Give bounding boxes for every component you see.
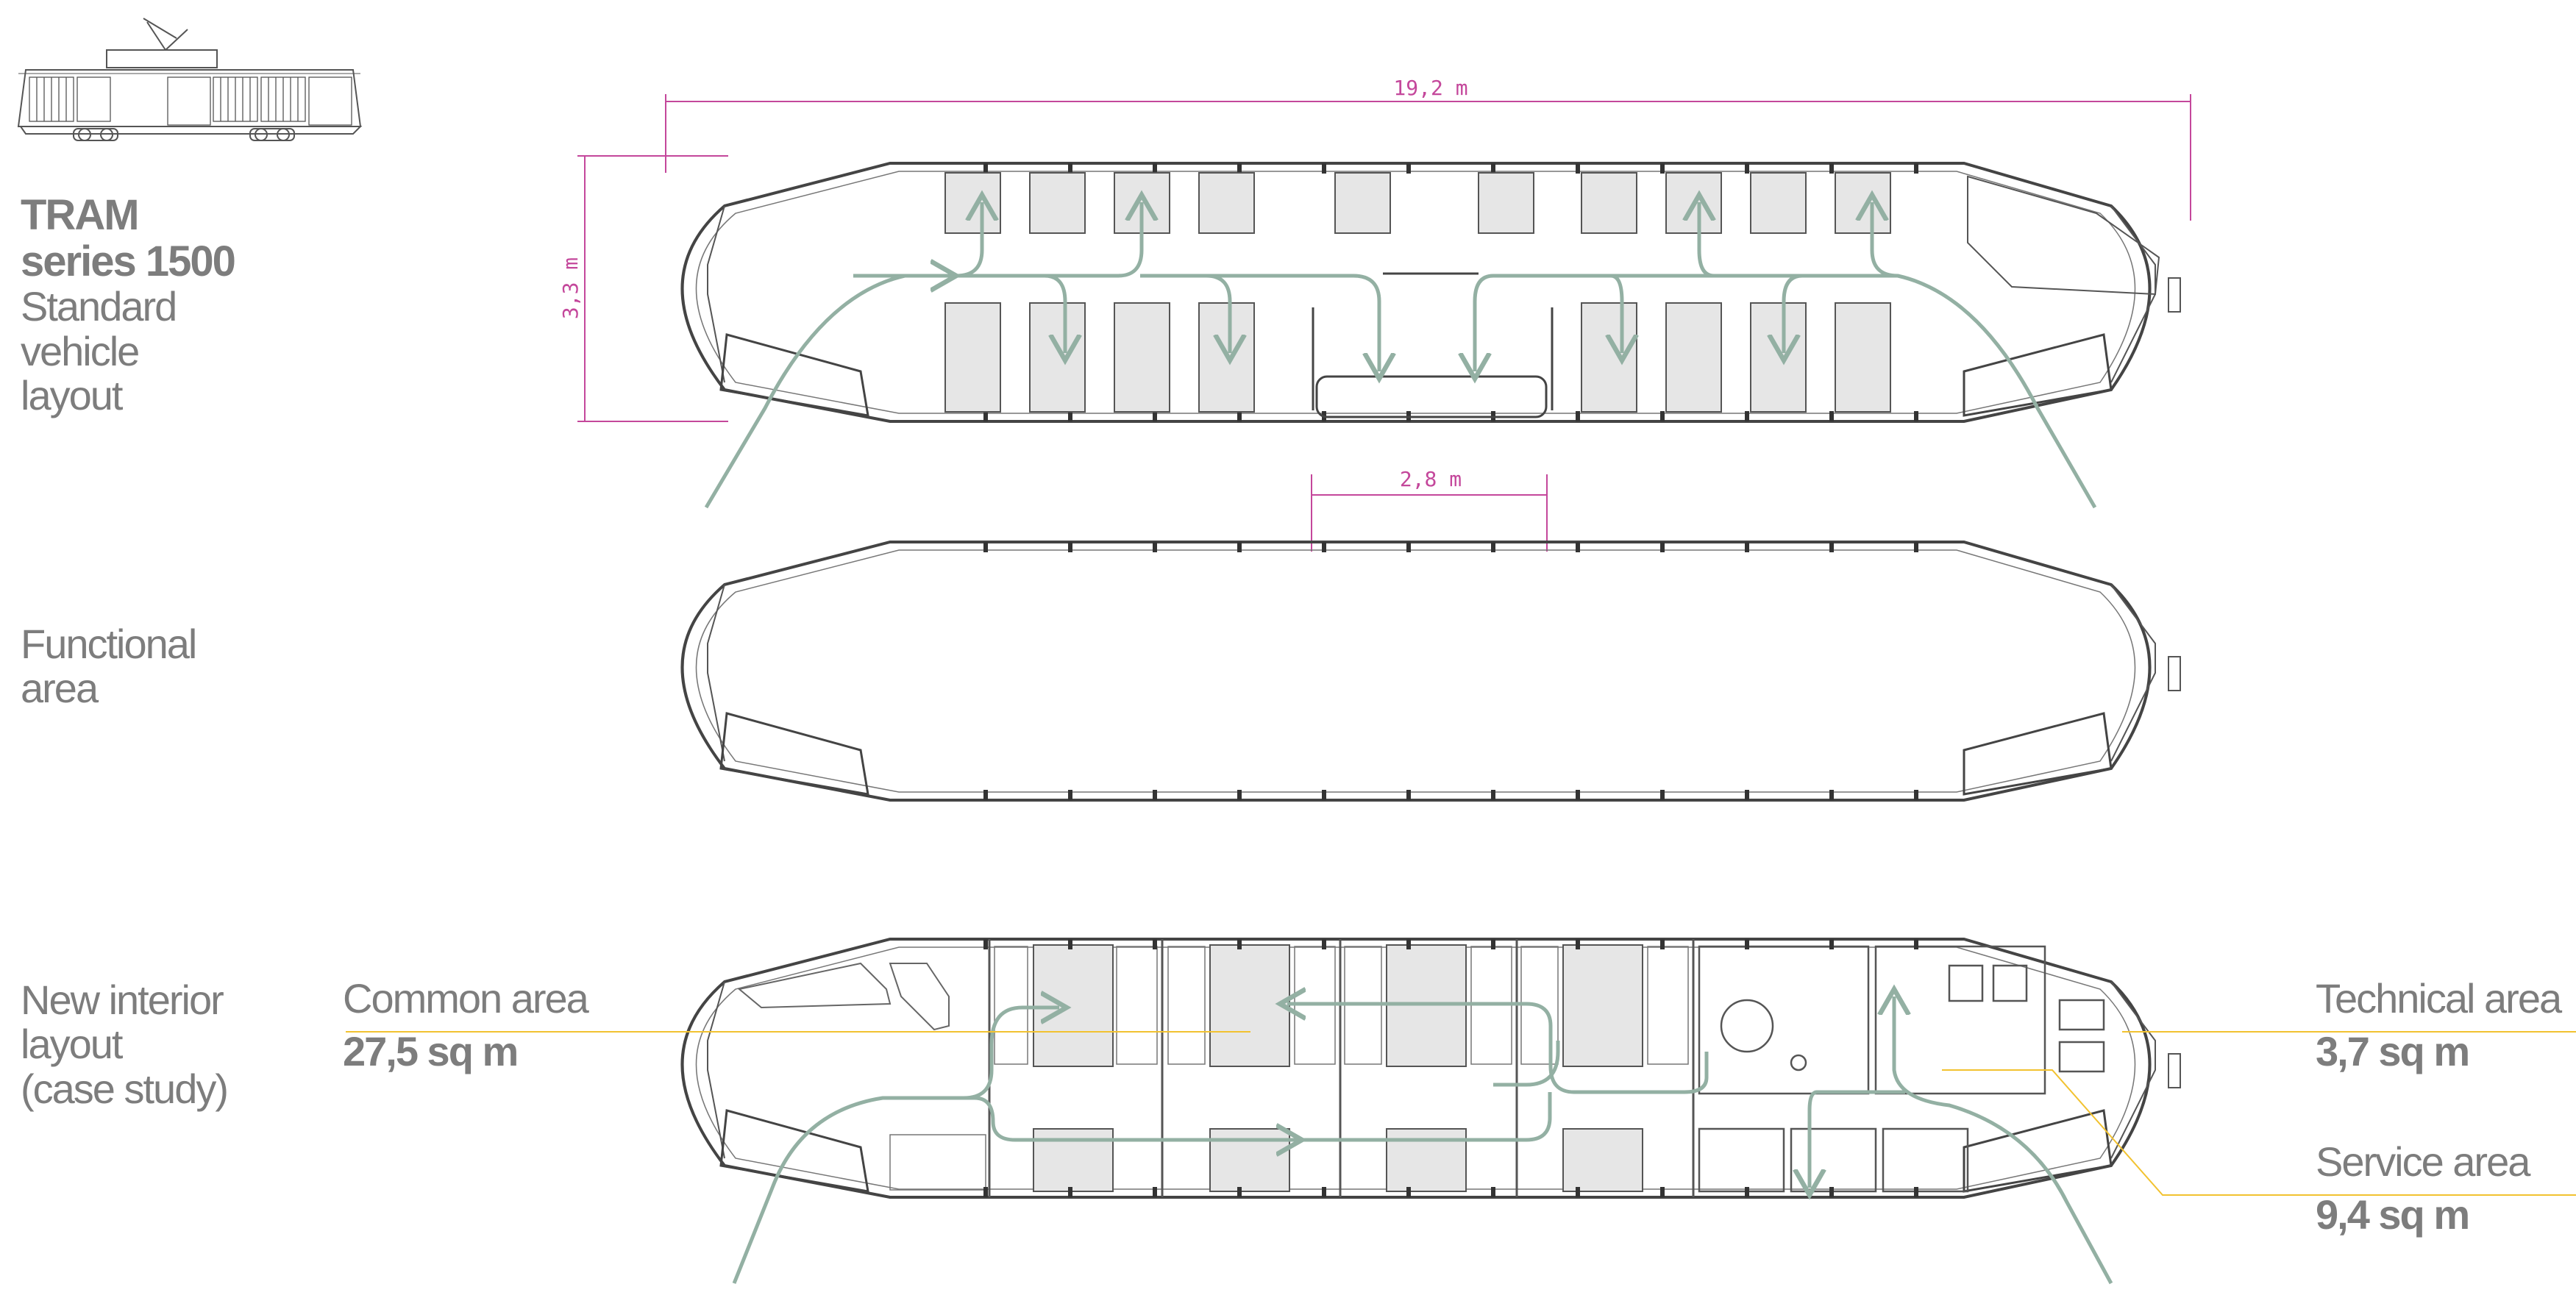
- new-interior-line2: layout: [21, 1021, 123, 1068]
- functional-area-label: Functional area: [21, 621, 197, 712]
- standard-flow-arrows: [704, 202, 2097, 509]
- new-interior-line3: (case study): [21, 1065, 229, 1112]
- length-dimension: 19,2 m: [1393, 76, 1467, 100]
- new-interior-plan: [346, 939, 2576, 1285]
- tram-title: TRAM series 1500 Standard vehicle layout: [21, 191, 236, 419]
- title-standard: Standard: [21, 283, 177, 330]
- service-area-name: Service area: [2316, 1138, 2530, 1185]
- technical-area-size: 3,7 sq m: [2316, 1028, 2470, 1075]
- tram-side-view-thumbnail: [17, 18, 363, 141]
- center-door-platform: [1315, 375, 1548, 418]
- technical-area-label: Technical area 3,7 sq m: [2316, 975, 2562, 1075]
- service-area-label: Service area 9,4 sq m: [2316, 1138, 2530, 1238]
- width-dimension: 3,3 m: [558, 257, 583, 319]
- standard-layout-plan: 19,2 m 3,3 m 2,8 m: [558, 76, 2191, 552]
- standard-bottom-seats: [944, 302, 1891, 413]
- common-area-name: Common area: [343, 975, 589, 1021]
- service-area-size: 9,4 sq m: [2316, 1191, 2470, 1238]
- door-dimension: 2,8 m: [1400, 467, 1462, 491]
- common-area-size: 27,5 sq m: [343, 1028, 519, 1075]
- standard-top-seats: [944, 172, 1891, 234]
- technical-area-name: Technical area: [2316, 975, 2562, 1021]
- title-layout: layout: [21, 372, 123, 419]
- functional-area-plan: [680, 542, 2182, 800]
- functional-line2: area: [21, 665, 99, 712]
- title-tram: TRAM: [21, 191, 140, 239]
- new-interior-flow-arrows: [732, 996, 2113, 1285]
- service-rooms: [1698, 945, 2046, 1193]
- new-interior-line1: New interior: [21, 977, 224, 1023]
- common-area-label: Common area 27,5 sq m: [343, 975, 589, 1075]
- area-leader-lines: [346, 1031, 2576, 1196]
- technical-area-units: [2058, 999, 2105, 1073]
- new-interior-label: New interior layout (case study): [21, 977, 229, 1112]
- title-vehicle: vehicle: [21, 327, 140, 374]
- dimension-lines: [577, 94, 2191, 552]
- functional-line1: Functional: [21, 621, 197, 667]
- title-series: series 1500: [21, 237, 236, 285]
